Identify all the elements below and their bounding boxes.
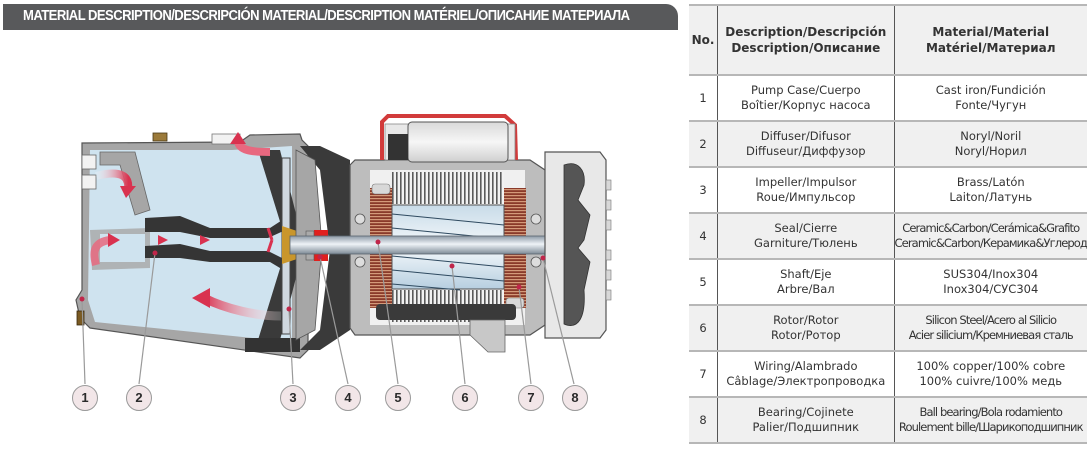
section-title: MATERIAL DESCRIPTION/DESCRIPCIÓN MATERIA… (23, 8, 630, 24)
callout-8: 8 (562, 385, 588, 411)
callout-2: 2 (126, 385, 152, 411)
leader-lines (81, 241, 575, 385)
header-no: No. (689, 5, 719, 75)
seal-shape (314, 230, 328, 240)
row-no: 5 (689, 259, 719, 305)
leader-dots (79, 239, 546, 312)
row-no: 7 (689, 351, 719, 397)
pump-cross-section-diagram: 1 2 3 4 5 6 7 8 (0, 40, 680, 457)
row-no: 6 (689, 305, 719, 351)
row-no: 1 (689, 75, 719, 121)
bearing-shape (354, 213, 366, 225)
row-no: 8 (689, 397, 719, 443)
capacitor-shape (407, 121, 509, 163)
callout-3: 3 (280, 385, 306, 411)
material-table: No. Description/Descripción Description/… (689, 4, 1087, 444)
row-no: 4 (689, 213, 719, 259)
header-description: Description/Descripción Description/Опис… (717, 5, 895, 75)
shaft-shape (289, 235, 573, 255)
table-header-row: No. Description/Descripción Description/… (689, 5, 1087, 75)
callout-1: 1 (72, 385, 98, 411)
section-title-bar: MATERIAL DESCRIPTION/DESCRIPCIÓN MATERIA… (3, 4, 678, 30)
callout-6: 6 (452, 385, 478, 411)
diffuser-shape (145, 215, 290, 238)
pump-illustration (75, 114, 612, 385)
fan-shape (563, 163, 591, 326)
callout-7: 7 (518, 385, 544, 411)
header-material: Material/Material Matériel/Материал (894, 5, 1087, 75)
row-no: 2 (689, 121, 719, 167)
row-no: 3 (689, 167, 719, 213)
callout-4: 4 (335, 385, 361, 411)
callout-5: 5 (385, 385, 411, 411)
